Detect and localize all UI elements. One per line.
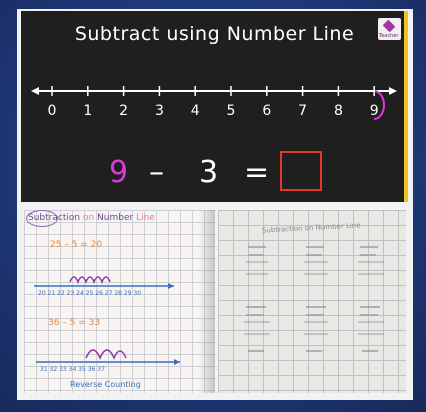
tick-label-7: 7 bbox=[298, 103, 307, 119]
equation-2: 36 – 5 = 33 bbox=[48, 318, 101, 328]
equation-equals: = bbox=[244, 155, 270, 190]
equation-subtrahend: 3 bbox=[199, 155, 219, 190]
hop-arc bbox=[373, 90, 385, 120]
faint-digits bbox=[360, 246, 378, 248]
faint-digits bbox=[248, 246, 266, 248]
logo-text: Teacher bbox=[379, 33, 399, 39]
faint-digits bbox=[360, 306, 380, 308]
board-edge bbox=[404, 11, 408, 202]
tick-label-4: 4 bbox=[191, 103, 200, 119]
line-2-ticks: 31 32 33 34 35 36 37 bbox=[40, 366, 105, 373]
page-shadow bbox=[199, 210, 215, 393]
tick-label-9: 9 bbox=[370, 103, 379, 119]
tick-label-0: 0 bbox=[48, 103, 57, 119]
faint-digits bbox=[246, 306, 266, 308]
chalkboard-panel: Subtract using Number Line Teacher 0 1 2 3 4… bbox=[21, 11, 408, 202]
tick-label-8: 8 bbox=[334, 103, 343, 119]
faint-digits bbox=[246, 314, 264, 316]
notebook-photo-left: Subtraction on Number Line 25 – 5 = 20 2… bbox=[24, 210, 215, 393]
tick-label-6: 6 bbox=[262, 103, 271, 119]
worked-subtractions bbox=[244, 246, 384, 352]
line-1-ticks: 20 21 22 23 24 25 26 27 28 29 30 bbox=[38, 290, 142, 297]
tick-label-1: 1 bbox=[83, 103, 92, 119]
answer-box[interactable] bbox=[280, 151, 322, 191]
tick-label-5: 5 bbox=[227, 103, 236, 119]
logo: Teacher bbox=[378, 18, 401, 40]
notebook-title: Subtraction on Number Line bbox=[28, 213, 155, 223]
faint-digits bbox=[306, 246, 324, 248]
hops-2 bbox=[85, 349, 127, 360]
number-line: 0 1 2 3 4 5 6 7 8 9 bbox=[31, 86, 397, 120]
equation-1: 25 – 5 = 20 bbox=[50, 240, 103, 250]
faint-digits bbox=[306, 350, 322, 352]
line-2-arrow-icon bbox=[174, 359, 180, 365]
grid-paper bbox=[218, 210, 406, 393]
hops-1 bbox=[69, 276, 111, 285]
faint-digits bbox=[248, 350, 264, 352]
line-1-arrow-icon bbox=[168, 283, 174, 289]
faint-digits bbox=[248, 254, 264, 256]
logo-icon bbox=[382, 19, 396, 33]
equation-minus: – bbox=[149, 155, 164, 190]
tick-label-3: 3 bbox=[155, 103, 164, 119]
faint-digits bbox=[306, 306, 326, 308]
notebook-photo-right: Subtraction on Number Line bbox=[218, 210, 406, 393]
title-circle bbox=[26, 210, 58, 227]
right-arrow-icon bbox=[389, 87, 397, 95]
faint-digits bbox=[306, 314, 324, 316]
faint-digits bbox=[306, 254, 322, 256]
faint-digits bbox=[360, 254, 376, 256]
faint-digits bbox=[362, 350, 378, 352]
tick-label-2: 2 bbox=[119, 103, 128, 119]
notebook-lines bbox=[34, 276, 180, 365]
left-arrow-icon bbox=[31, 87, 39, 95]
equation-minuend: 9 bbox=[109, 155, 129, 190]
board-title: Subtract using Number Line bbox=[74, 23, 355, 45]
caption: Reverse Counting bbox=[70, 380, 141, 389]
faint-digits bbox=[360, 314, 378, 316]
